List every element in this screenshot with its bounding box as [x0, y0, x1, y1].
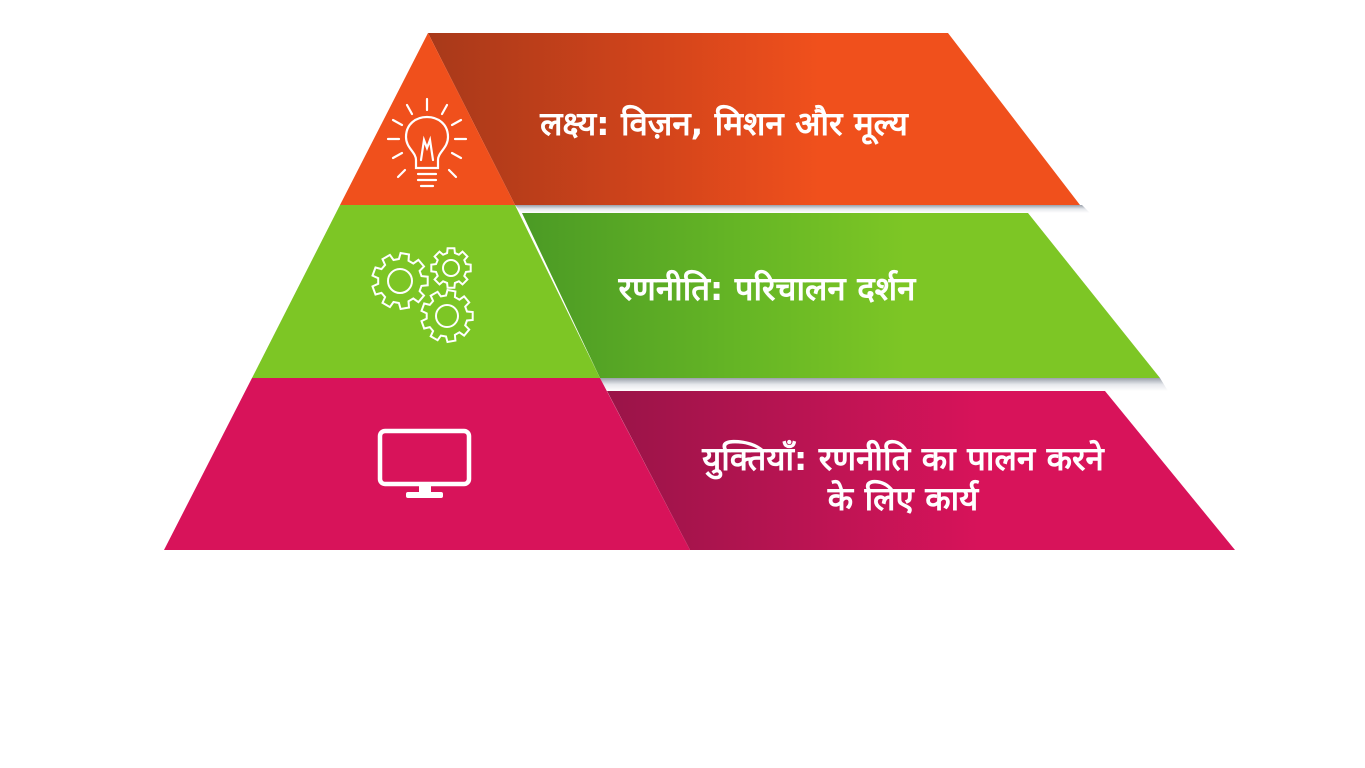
tier-strategy-left-face: [252, 205, 600, 378]
gear-outline: [371, 251, 429, 311]
tier-tactics-right-band: [607, 391, 1235, 550]
tier-strategy-right-band: [522, 213, 1160, 378]
tier-strategy: रणनीति: परिचालन दर्शन: [252, 205, 1160, 378]
gear-outline: [430, 247, 472, 289]
tier-tactics-label-line1: युक्तियाँ: रणनीति का पालन करने: [701, 439, 1105, 480]
tier-tactics: युक्तियाँ: रणनीति का पालन करने के लिए का…: [164, 378, 1235, 550]
tier-goals-label: लक्ष्य: विज़न, मिशन और मूल्य: [539, 104, 910, 145]
tier-goals-right-band: [428, 33, 1080, 205]
monitor-icon: [377, 428, 472, 498]
tier-goals: लक्ष्य: विज़न, मिशन और मूल्य: [340, 33, 1080, 205]
gear-hole: [435, 304, 459, 328]
gears-icon: [371, 247, 474, 344]
tier-goals-left-face: [340, 33, 515, 205]
tier-tactics-label-line2: के लिए कार्य: [827, 479, 981, 518]
lightbulb-icon: [386, 97, 468, 188]
gear-hole: [387, 268, 413, 294]
tier-tactics-left-face: [164, 378, 690, 550]
gear-outline: [420, 288, 474, 344]
tier-separator-shadow: [515, 205, 1090, 213]
tier-strategy-label: रणनीति: परिचालन दर्शन: [617, 269, 917, 308]
gear-hole: [442, 259, 460, 277]
tier-separator-shadow: [600, 378, 1168, 391]
